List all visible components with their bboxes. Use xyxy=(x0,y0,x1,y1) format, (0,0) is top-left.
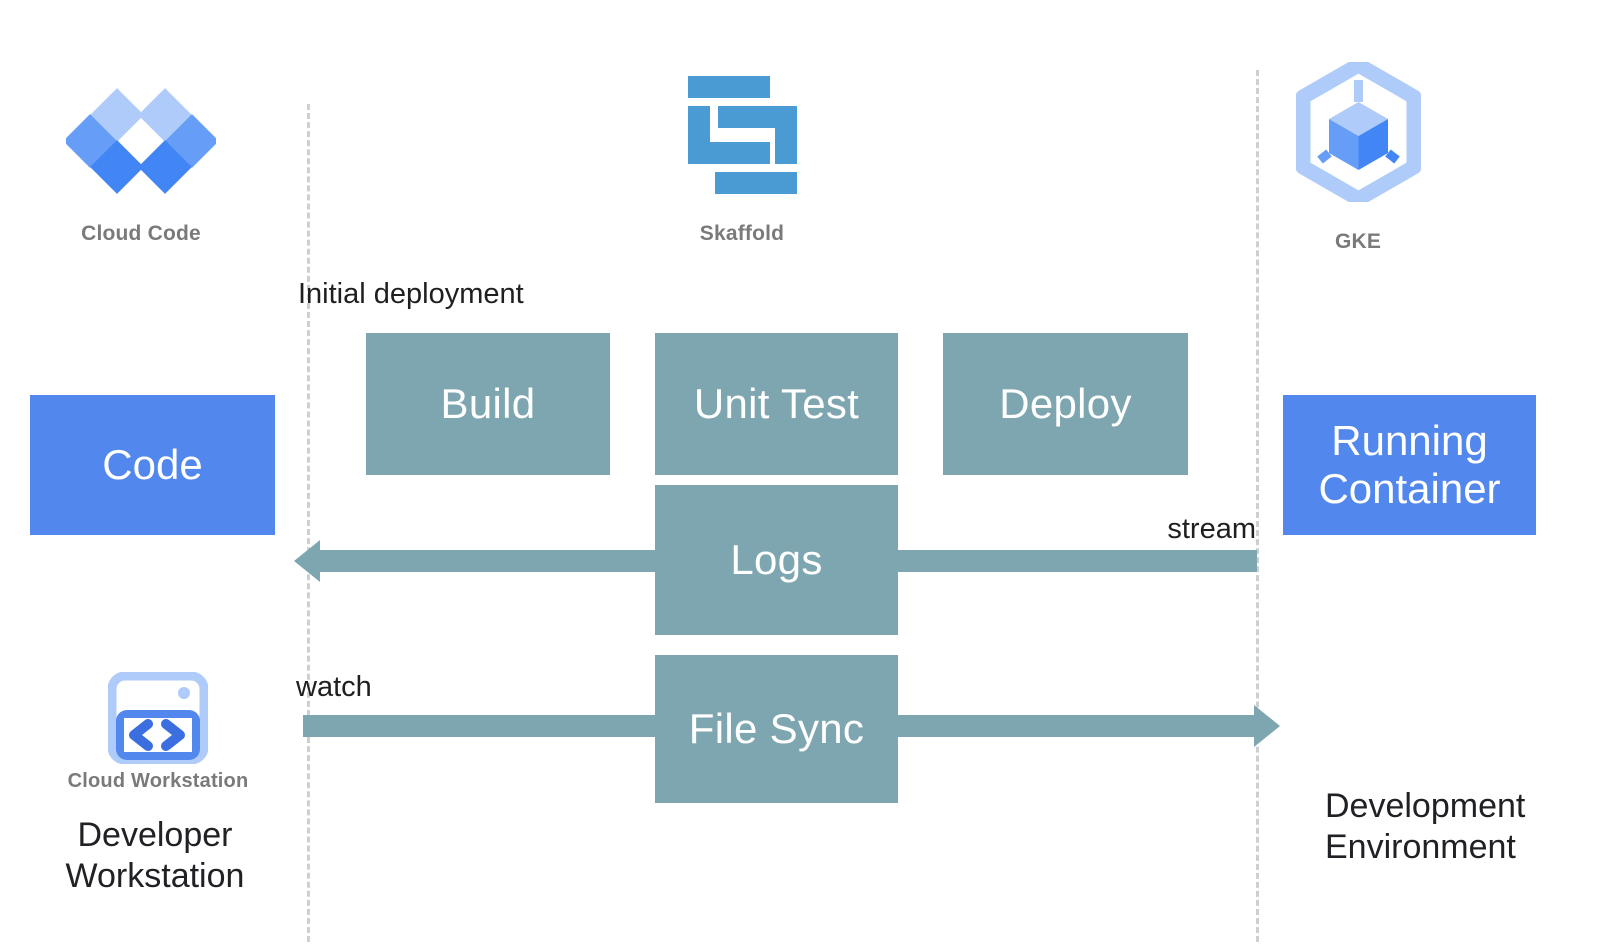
endpoint-code-label: Code xyxy=(102,440,203,488)
stage-build: Build xyxy=(366,333,610,475)
endpoint-running-container-label: Running Container xyxy=(1318,416,1501,512)
flow-label-stream: stream xyxy=(1167,513,1256,545)
stage-unit-test-label: Unit Test xyxy=(693,380,860,427)
flow-label-watch: watch xyxy=(296,671,372,703)
boundary-line-left xyxy=(307,104,310,942)
caption-developer-workstation: Developer Workstation xyxy=(65,816,245,895)
cloud-code-label: Cloud Code xyxy=(81,222,201,245)
stage-file-sync: File Sync xyxy=(655,655,898,803)
stage-deploy-label: Deploy xyxy=(999,380,1132,427)
arrow-head-logs-left xyxy=(294,540,320,582)
stage-unit-test: Unit Test xyxy=(655,333,898,475)
skaffold-icon xyxy=(685,76,800,194)
caption-development-environment: Development Environment xyxy=(1325,787,1526,866)
arrow-head-file-sync-right xyxy=(1254,705,1280,747)
stage-file-sync-label: File Sync xyxy=(688,705,865,752)
stage-logs-label: Logs xyxy=(730,536,823,583)
endpoint-running-container: Running Container xyxy=(1283,395,1536,535)
stage-deploy: Deploy xyxy=(943,333,1188,475)
skaffold-label: Skaffold xyxy=(699,222,785,245)
stage-logs: Logs xyxy=(655,485,898,635)
boundary-line-right xyxy=(1256,70,1259,942)
cloud-workstation-label: Cloud Workstation xyxy=(67,770,249,792)
endpoint-code: Code xyxy=(30,395,275,535)
stage-build-label: Build xyxy=(440,380,536,427)
cloud-code-icon xyxy=(63,88,219,203)
flow-label-initial-deployment: Initial deployment xyxy=(298,278,524,310)
gke-label: GKE xyxy=(1334,230,1382,253)
cloud-workstation-icon xyxy=(107,671,209,765)
gke-icon xyxy=(1295,57,1422,207)
